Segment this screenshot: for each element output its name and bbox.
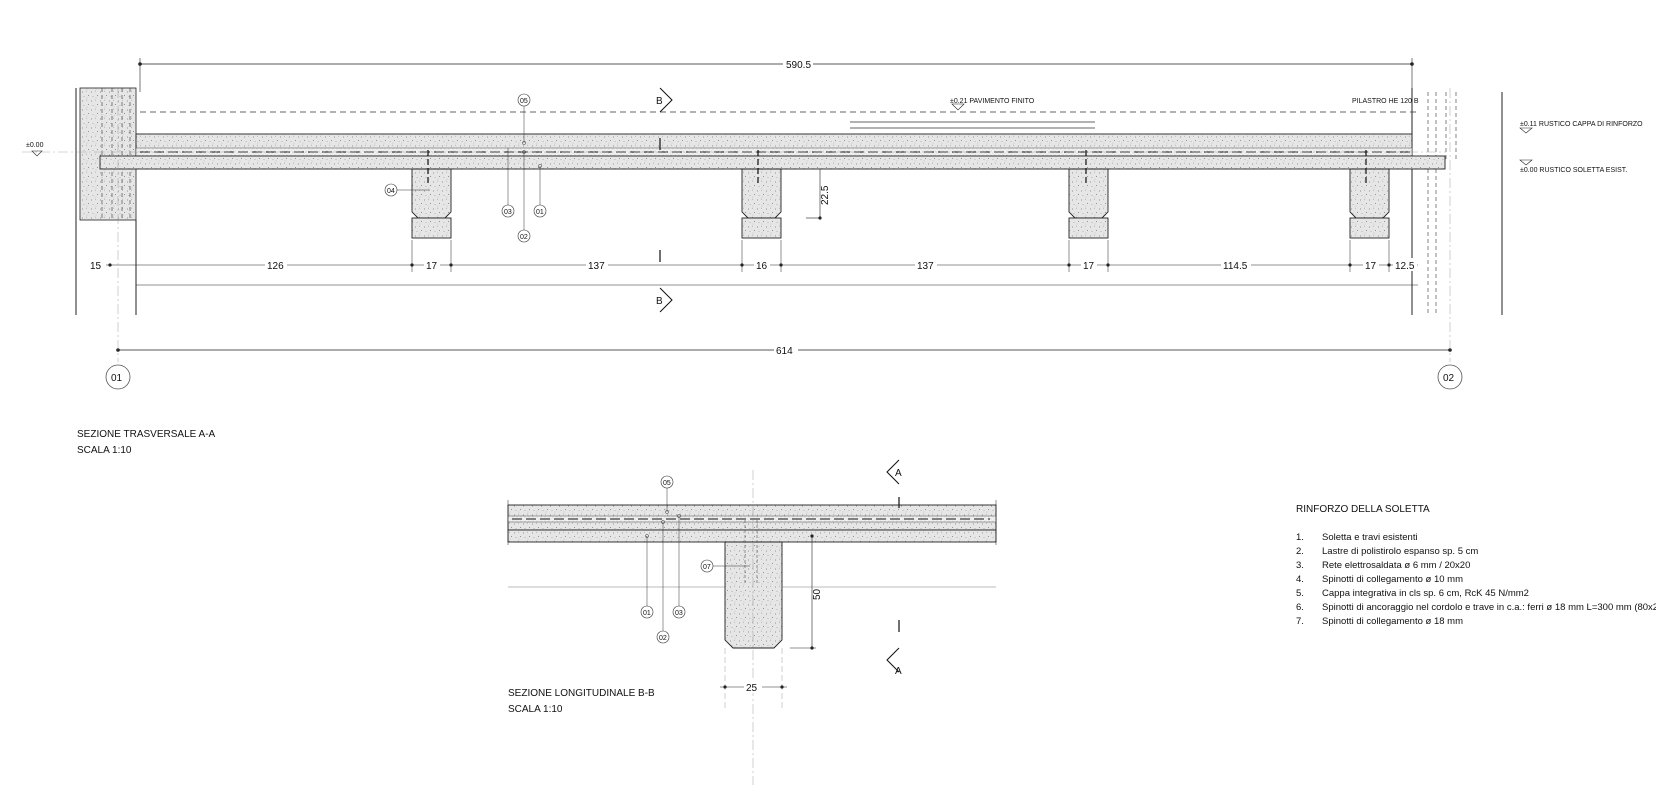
axis-bubble-02 [1437,364,1463,390]
dim-d7: 17 [1083,261,1095,272]
dim-d10: 12.5 [1395,261,1415,272]
section-b-beam [724,541,783,649]
level-soletta-label: ±0.00 RUSTICO SOLETTA ESIST. [1520,167,1627,174]
callout-a-04: 04 [387,188,395,195]
note-text: Spinotti di collegamento ø 18 mm [1322,616,1463,627]
rib-3 [1068,168,1109,219]
dim-d4: 137 [588,261,605,272]
existing-slab [99,155,1446,170]
rib-1 [411,168,452,219]
dim-d5: 16 [756,261,768,272]
section-mark-a-bottom: A [895,666,902,677]
dim-d2: 126 [267,261,284,272]
section-b-scale: SCALA 1:10 [508,704,563,715]
dim-d8: 114.5 [1223,261,1248,272]
level-left-label: ±0.00 [26,142,44,149]
level-cappa-label: ±0.11 RUSTICO CAPPA DI RINFORZO [1520,121,1643,128]
notes-list: 1. Soletta e travi esistenti 2. Lastre d… [1296,532,1656,627]
level-pavimento-label: ±0.21 PAVIMENTO FINITO [950,98,1035,105]
callout-a-02: 02 [520,234,528,241]
dim-d1: 15 [90,261,102,272]
section-a-a: ±0.00 ±0.21 PAVIMENTO FINITO PILASTRO HE… [22,58,1643,456]
note-number: 3. [1296,560,1304,571]
note-text: Spinotti di ancoraggio nel cordolo e tra… [1322,602,1656,613]
note-number: 6. [1296,602,1304,613]
callouts-section-a: 05 04 03 02 01 [384,93,547,243]
section-mark-a-top: A [895,468,902,479]
section-mark-b-top: B [656,96,663,107]
note-number: 5. [1296,588,1304,599]
dim-bottom-total: 614 [776,346,793,357]
rib-4 [1349,168,1390,219]
section-mark-b-bottom: B [656,296,663,307]
note-text: Spinotti di collegamento ø 10 mm [1322,574,1463,585]
section-b-title: SEZIONE LONGITUDINALE B-B [508,688,655,699]
dim-d3: 17 [426,261,438,272]
axis-label-02: 02 [1443,373,1455,384]
callout-b-05: 05 [663,480,671,487]
dim-d6: 137 [917,261,934,272]
note-text: Soletta e travi esistenti [1322,532,1418,543]
dim-beam-width: 25 [746,683,758,694]
dim-top-total: 590.5 [786,60,811,71]
callouts-section-b: 05 07 01 02 03 [640,475,750,644]
callout-a-01: 01 [536,209,544,216]
note-number: 2. [1296,546,1304,557]
dimension-chain: 15 126 17 137 16 137 17 114.5 17 12.5 [88,240,1418,286]
notes-panel: RINFORZO DELLA SOLETTA 1. Soletta e trav… [1296,504,1656,627]
section-a-title: SEZIONE TRASVERSALE A-A [77,429,216,440]
axis-label-01: 01 [111,373,123,384]
callout-b-02: 02 [659,635,667,642]
axis-bubble-01 [105,364,131,390]
note-text: Cappa integrativa in cls sp. 6 cm, RcK 4… [1322,588,1529,599]
note-number: 1. [1296,532,1304,543]
callout-a-05: 05 [520,98,528,105]
callout-b-01: 01 [643,610,651,617]
dim-rib-depth: 22.5 [820,185,831,205]
dim-d9: 17 [1365,261,1377,272]
note-text: Rete elettrosaldata ø 6 mm / 20x20 [1322,560,1470,571]
section-a-scale: SCALA 1:10 [77,445,132,456]
note-number: 4. [1296,574,1304,585]
callout-b-03: 03 [675,610,683,617]
callout-b-07: 07 [703,564,711,571]
dim-beam-height: 50 [812,588,823,600]
callout-a-03: 03 [504,209,512,216]
ribs [411,168,1390,239]
section-b-existing-slab [507,529,997,543]
note-number: 7. [1296,616,1304,627]
left-wall [79,87,137,221]
pilastro-label: PILASTRO HE 120 B [1352,98,1419,105]
section-b-b: 50 25 A A 05 07 01 02 [507,459,997,785]
note-text: Lastre di polistirolo espanso sp. 5 cm [1322,546,1478,557]
notes-title: RINFORZO DELLA SOLETTA [1296,504,1430,515]
rib-2 [741,168,782,219]
